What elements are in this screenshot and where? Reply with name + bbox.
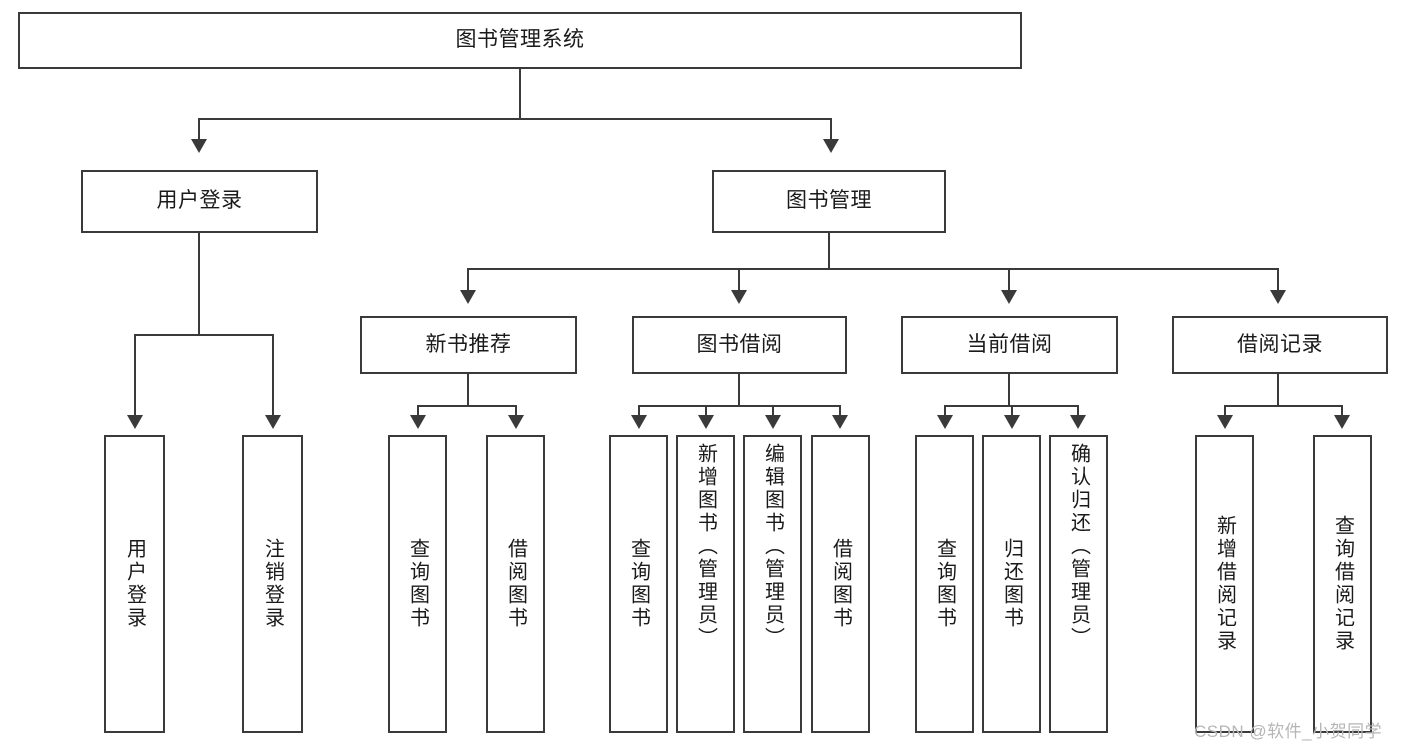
connector-root-to-user-login: [198, 118, 200, 141]
arrowhead-bm-to-current-borrow: [1001, 290, 1017, 304]
arrowhead-cb-branch-3: [1070, 415, 1086, 429]
node-current-borrow[interactable]: 当前借阅: [901, 316, 1118, 374]
arrowhead-bb-branch-2: [698, 415, 714, 429]
arrowhead-br-branch-2: [1334, 415, 1350, 429]
node-label: 当前借阅: [966, 332, 1053, 356]
node-label: 新书推荐: [425, 332, 512, 356]
connector-user-login-bus: [134, 334, 274, 336]
leaf-user-login[interactable]: 用户登录: [104, 435, 165, 733]
leaf-query-book-borrow[interactable]: 查询图书: [609, 435, 668, 733]
connector-nbr-branch-2: [515, 405, 517, 417]
connector-cb-stem: [1008, 374, 1010, 406]
arrowhead-root-to-book-management: [823, 139, 839, 153]
connector-br-branch-1: [1224, 405, 1226, 417]
leaf-add-book-admin[interactable]: 新增图书（管理员）: [676, 435, 735, 733]
arrowhead-user-login-branch-1: [127, 415, 143, 429]
connector-nbr-stem: [467, 374, 469, 406]
connector-user-login-branch-2: [272, 334, 274, 417]
connector-br-bus: [1224, 405, 1343, 407]
leaf-return-book[interactable]: 归还图书: [982, 435, 1041, 733]
leaf-label: 借阅图书: [829, 538, 852, 630]
connector-bb-bus: [638, 405, 841, 407]
leaf-label: 查询图书: [627, 538, 650, 630]
leaf-query-book-current[interactable]: 查询图书: [915, 435, 974, 733]
arrowhead-br-branch-1: [1217, 415, 1233, 429]
arrowhead-bm-to-borrow-record: [1270, 290, 1286, 304]
node-user-login[interactable]: 用户登录: [81, 170, 318, 233]
leaf-label: 新增图书（管理员）: [694, 443, 717, 650]
connector-book-management-bus: [467, 268, 1279, 270]
leaf-label: 编辑图书（管理员）: [761, 443, 784, 650]
connector-cb-branch-2: [1011, 405, 1013, 417]
leaf-borrow-book-borrow[interactable]: 借阅图书: [811, 435, 870, 733]
node-label: 图书管理: [786, 189, 872, 213]
arrowhead-user-login-branch-2: [265, 415, 281, 429]
node-root-system[interactable]: 图书管理系统: [18, 12, 1022, 69]
arrowhead-bb-branch-1: [631, 415, 647, 429]
leaf-label: 注销登录: [261, 538, 284, 630]
arrowhead-cb-branch-1: [937, 415, 953, 429]
connector-br-branch-2: [1341, 405, 1343, 417]
leaf-label: 用户登录: [123, 538, 146, 630]
leaf-label: 查询图书: [933, 538, 956, 630]
leaf-edit-book-admin[interactable]: 编辑图书（管理员）: [743, 435, 802, 733]
connector-bb-branch-4: [839, 405, 841, 417]
leaf-add-borrow-record[interactable]: 新增借阅记录: [1195, 435, 1254, 733]
connector-root-bus: [198, 118, 832, 120]
leaf-label: 确认归还（管理员）: [1067, 443, 1090, 650]
leaf-label: 新增借阅记录: [1213, 515, 1236, 653]
leaf-label: 借阅图书: [504, 538, 527, 630]
node-label: 用户登录: [156, 189, 243, 213]
connector-cb-branch-1: [944, 405, 946, 417]
connector-cb-branch-3: [1077, 405, 1079, 417]
connector-bm-to-book-borrow: [738, 268, 740, 292]
leaf-label: 查询借阅记录: [1331, 515, 1354, 653]
connector-nbr-bus: [417, 405, 517, 407]
node-new-book-recommend[interactable]: 新书推荐: [360, 316, 577, 374]
arrowhead-bm-to-book-borrow: [731, 290, 747, 304]
leaf-confirm-return-admin[interactable]: 确认归还（管理员）: [1049, 435, 1108, 733]
connector-bb-branch-2: [705, 405, 707, 417]
leaf-user-logout[interactable]: 注销登录: [242, 435, 303, 733]
watermark: CSDN @软件_小贺同学: [1194, 722, 1383, 741]
leaf-borrow-book-recommend[interactable]: 借阅图书: [486, 435, 545, 733]
connector-bb-branch-3: [772, 405, 774, 417]
arrowhead-cb-branch-2: [1004, 415, 1020, 429]
node-book-borrow[interactable]: 图书借阅: [632, 316, 847, 374]
connector-bm-to-new-book-recommend: [467, 268, 469, 292]
leaf-query-borrow-record[interactable]: 查询借阅记录: [1313, 435, 1372, 733]
arrowhead-nbr-branch-1: [410, 415, 426, 429]
arrowhead-bb-branch-3: [765, 415, 781, 429]
connector-bb-branch-1: [638, 405, 640, 417]
node-borrow-record[interactable]: 借阅记录: [1172, 316, 1388, 374]
node-book-management[interactable]: 图书管理: [712, 170, 946, 233]
connector-book-management-stem: [828, 233, 830, 269]
arrowhead-bm-to-new-book-recommend: [460, 290, 476, 304]
connector-user-login-branch-1: [134, 334, 136, 417]
connector-bm-to-current-borrow: [1008, 268, 1010, 292]
node-label: 图书借阅: [696, 332, 783, 356]
connector-bb-stem: [738, 374, 740, 406]
leaf-label: 归还图书: [1000, 538, 1023, 630]
connector-br-stem: [1277, 374, 1279, 406]
connector-user-login-stem: [198, 233, 200, 335]
leaf-label: 查询图书: [406, 538, 429, 630]
connector-nbr-branch-1: [417, 405, 419, 417]
leaf-query-book-recommend[interactable]: 查询图书: [388, 435, 447, 733]
arrowhead-root-to-user-login: [191, 139, 207, 153]
arrowhead-nbr-branch-2: [508, 415, 524, 429]
node-label: 图书管理系统: [455, 28, 585, 52]
connector-root-stem: [519, 69, 521, 119]
arrowhead-bb-branch-4: [832, 415, 848, 429]
connector-bm-to-borrow-record: [1277, 268, 1279, 292]
node-label: 借阅记录: [1237, 332, 1323, 356]
connector-root-to-book-management: [830, 118, 832, 141]
